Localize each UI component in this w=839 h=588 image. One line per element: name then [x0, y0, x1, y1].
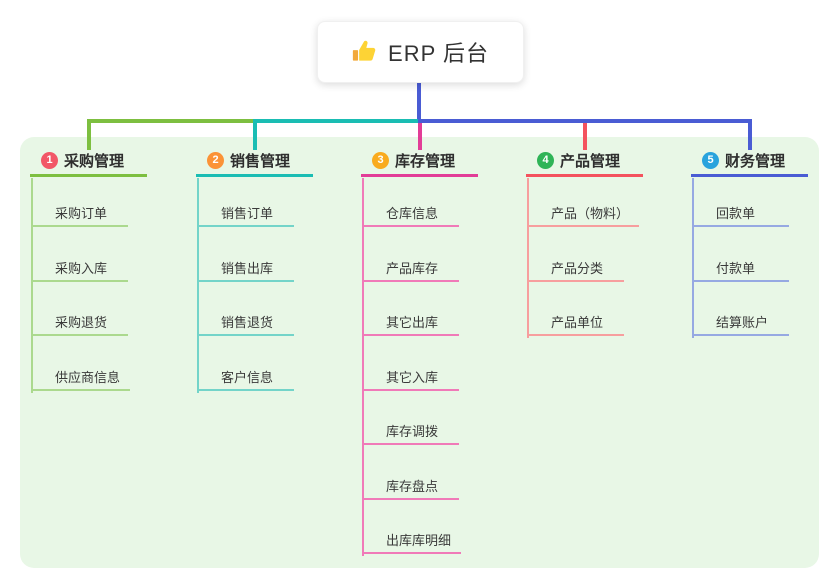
branch-node[interactable]: 2 销售管理: [196, 147, 290, 173]
child-node[interactable]: 产品（物料）: [527, 200, 640, 227]
child-node[interactable]: 客户信息: [197, 364, 294, 391]
child-label: 产品（物料）: [551, 206, 630, 221]
branch-drop-line: [87, 119, 91, 150]
branch-drop-line: [583, 119, 587, 150]
child-node[interactable]: 仓库信息: [362, 200, 459, 227]
child-label: 结算账户: [716, 315, 769, 330]
branch-underline: [361, 174, 478, 177]
child-node[interactable]: 供应商信息: [31, 364, 131, 391]
child-label: 库存盘点: [386, 478, 439, 494]
child-label: 其它入库: [386, 369, 439, 385]
child-label: 销售出库: [221, 260, 274, 276]
root-stem-line: [417, 81, 421, 119]
branch-drop-line: [253, 119, 257, 150]
branch-rail: [362, 178, 364, 556]
child-node[interactable]: 采购退货: [31, 309, 128, 336]
branch-rail: [692, 178, 694, 338]
child-label: 采购入库: [55, 260, 108, 276]
child-node[interactable]: 库存盘点: [362, 473, 459, 500]
child-node[interactable]: 采购订单: [31, 200, 128, 227]
branch-label: 采购管理: [64, 152, 125, 170]
child-label: 产品单位: [551, 315, 604, 330]
child-node[interactable]: 其它出库: [362, 309, 459, 336]
child-node[interactable]: 其它入库: [362, 364, 459, 391]
child-label: 销售退货: [221, 315, 274, 330]
child-node[interactable]: 采购入库: [31, 255, 128, 282]
child-node[interactable]: 付款单: [692, 255, 789, 282]
branch-number-badge: 3: [372, 151, 389, 169]
branch-drop-line: [418, 119, 422, 150]
child-node[interactable]: 结算账户: [692, 309, 789, 336]
branch-label: 库存管理: [395, 152, 456, 170]
child-label: 仓库信息: [386, 206, 439, 221]
child-label: 回款单: [716, 206, 756, 221]
child-label: 客户信息: [221, 369, 274, 385]
branch-number-badge: 4: [537, 151, 554, 169]
child-label: 销售订单: [221, 206, 274, 221]
root-title: ERP 后台: [388, 41, 489, 66]
branch-underline: [196, 174, 313, 177]
branch-rail: [31, 178, 33, 393]
root-node[interactable]: ERP 后台: [317, 21, 524, 83]
child-node[interactable]: 回款单: [692, 200, 789, 227]
bus-segment-teal: [253, 119, 422, 123]
child-label: 库存调拨: [386, 424, 439, 439]
child-node[interactable]: 销售订单: [197, 200, 294, 227]
branches-panel: [20, 137, 819, 568]
branch-node[interactable]: 4 产品管理: [526, 147, 620, 173]
child-node[interactable]: 产品单位: [527, 309, 624, 336]
branch-label: 产品管理: [560, 152, 621, 170]
child-label: 其它出库: [386, 315, 439, 330]
child-node[interactable]: 销售退货: [197, 309, 294, 336]
branch-underline: [30, 174, 147, 177]
branch-underline: [691, 174, 808, 177]
child-label: 供应商信息: [55, 369, 121, 385]
branch-rail: [527, 178, 529, 338]
branch-underline: [526, 174, 643, 177]
child-label: 出库库明细: [386, 533, 452, 548]
branch-rail: [197, 178, 199, 393]
bus-segment-green: [87, 119, 257, 123]
child-node[interactable]: 库存调拨: [362, 418, 459, 445]
branch-label: 销售管理: [230, 152, 291, 170]
child-node[interactable]: 出库库明细: [362, 527, 462, 554]
child-label: 采购退货: [55, 315, 108, 330]
branch-drop-line: [748, 119, 752, 150]
bus-segment-blue: [418, 119, 752, 123]
child-label: 产品库存: [386, 260, 439, 276]
branch-node[interactable]: 5 财务管理: [691, 147, 785, 173]
child-node[interactable]: 产品库存: [362, 255, 459, 282]
thumbs-up-icon: [352, 39, 378, 65]
branch-number-badge: 2: [207, 151, 224, 169]
child-label: 产品分类: [551, 260, 604, 276]
child-label: 采购订单: [55, 206, 108, 221]
branch-number-badge: 5: [702, 151, 719, 169]
child-node[interactable]: 销售出库: [197, 255, 294, 282]
branch-label: 财务管理: [725, 152, 786, 170]
branch-node[interactable]: 1 采购管理: [30, 147, 124, 173]
branch-number-badge: 1: [41, 151, 58, 169]
child-label: 付款单: [716, 260, 756, 276]
child-node[interactable]: 产品分类: [527, 255, 624, 282]
branch-node[interactable]: 3 库存管理: [361, 147, 455, 173]
